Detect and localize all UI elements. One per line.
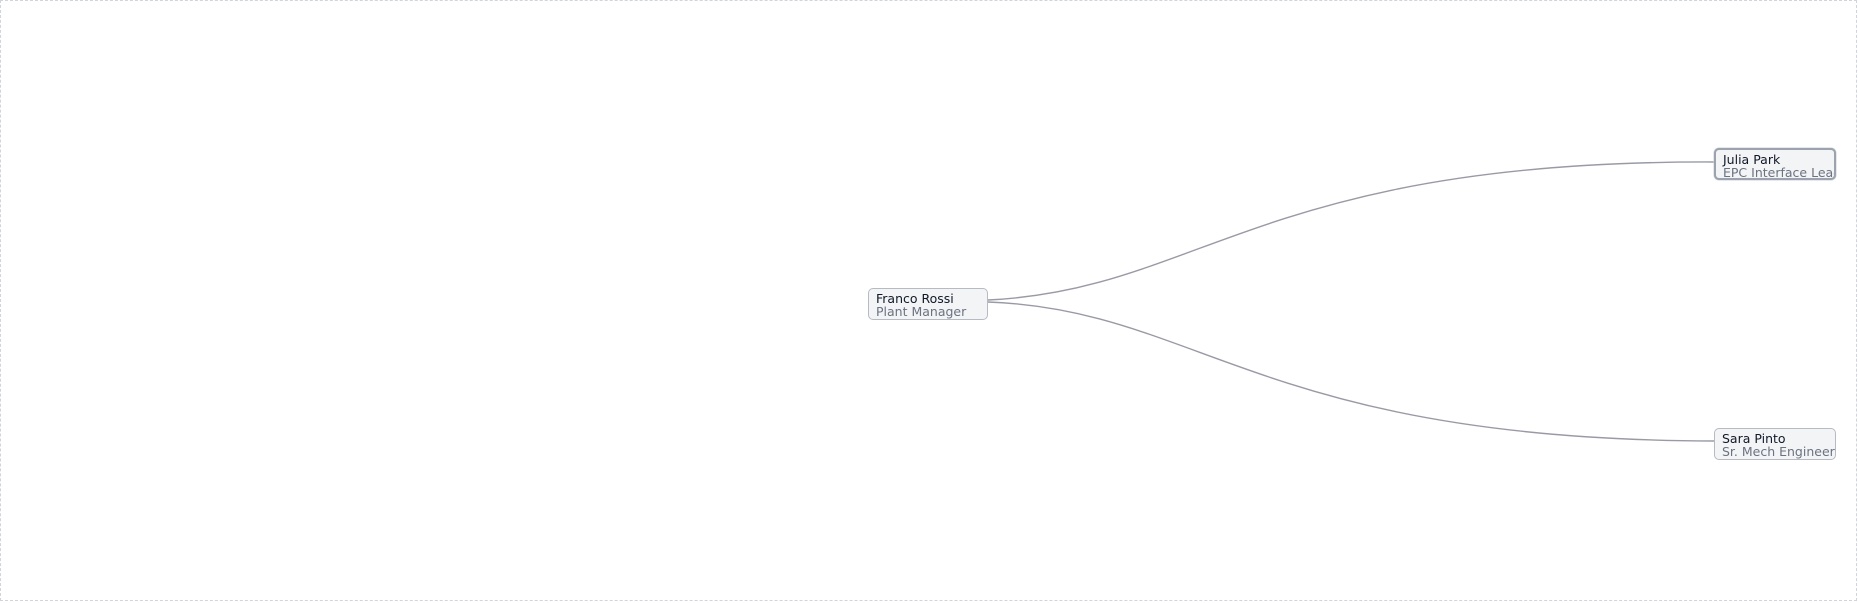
node-franco-rossi[interactable]: Franco Rossi Plant Manager (868, 288, 988, 320)
node-name: Franco Rossi (876, 291, 954, 306)
node-sara-pinto[interactable]: Sara Pinto Sr. Mech Engineer (1714, 428, 1836, 460)
node-name: Sara Pinto (1722, 431, 1786, 446)
node-name: Julia Park (1723, 152, 1781, 167)
node-julia-park[interactable]: Julia Park EPC Interface Lead (1714, 148, 1836, 180)
link-root-to-sara-pinto (987, 301, 1716, 442)
node-role: Sr. Mech Engineer (1722, 444, 1835, 459)
link-root-to-julia-park (987, 161, 1716, 301)
node-role: EPC Interface Lead (1723, 165, 1836, 180)
node-role: Plant Manager (876, 304, 967, 319)
